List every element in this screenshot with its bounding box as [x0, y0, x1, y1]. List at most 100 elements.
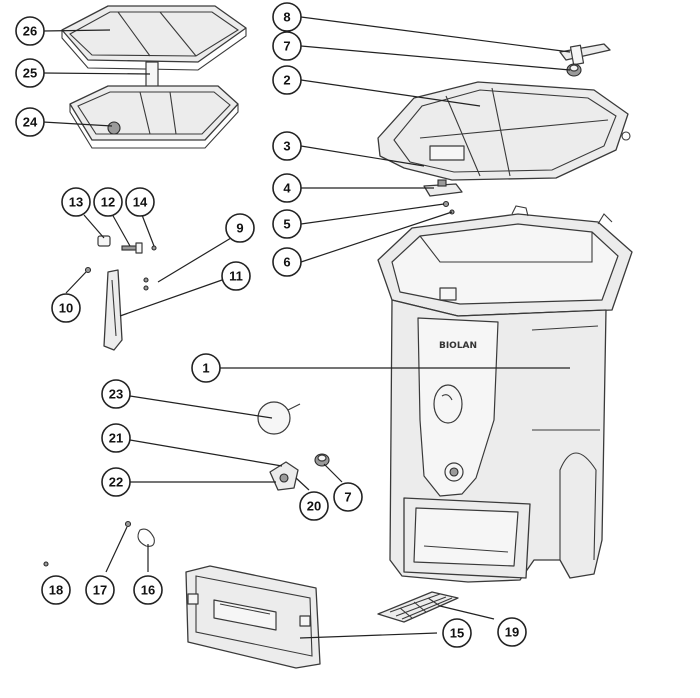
leader-8 [300, 16, 571, 53]
leader-24 [42, 121, 113, 127]
brand-logo-text: BIOLAN [439, 341, 477, 351]
svg-text:1: 1 [202, 361, 209, 376]
leader-15 [299, 632, 438, 639]
part-5-screw [442, 200, 450, 208]
leader-10 [65, 271, 87, 294]
svg-text:22: 22 [109, 475, 123, 490]
callout-16: 16 [133, 575, 163, 605]
callout-10: 10 [51, 293, 81, 323]
callout-22: 22 [101, 467, 131, 497]
svg-text:21: 21 [109, 431, 123, 446]
leader-lines [42, 16, 571, 639]
callout-15: 15 [442, 618, 472, 648]
part-20-valve [269, 461, 299, 491]
callout-26: 26 [15, 16, 45, 46]
part-9-screws [143, 277, 149, 291]
svg-text:4: 4 [283, 181, 291, 196]
svg-text:26: 26 [23, 24, 37, 39]
callout-25: 25 [15, 58, 45, 88]
svg-text:12: 12 [101, 195, 115, 210]
part-18-pin [43, 561, 49, 567]
leader-21 [129, 439, 283, 467]
svg-text:23: 23 [109, 387, 123, 402]
svg-text:25: 25 [23, 66, 37, 81]
leader-2 [300, 79, 481, 107]
part-7-plug-lower [314, 453, 330, 467]
leader-6 [300, 211, 453, 263]
leader-11 [119, 279, 223, 317]
callout-20: 20 [299, 491, 329, 521]
part-2-lid [377, 81, 631, 181]
callout-9: 9 [225, 213, 255, 243]
callout-7-lower: 7 [333, 482, 363, 512]
callout-5: 5 [272, 209, 302, 239]
leader-7-upper [300, 45, 571, 71]
part-11-handle-lever [103, 269, 123, 351]
svg-text:5: 5 [283, 217, 290, 232]
part-7-plug-upper [566, 63, 582, 77]
leader-3 [300, 145, 425, 167]
part-16-clip [137, 528, 155, 547]
leader-26 [42, 29, 111, 32]
part-4-hinge [423, 179, 463, 197]
svg-text:14: 14 [133, 195, 148, 210]
leader-17 [105, 526, 128, 573]
svg-text:24: 24 [23, 115, 38, 130]
svg-text:18: 18 [49, 583, 63, 598]
svg-text:8: 8 [283, 10, 290, 25]
leader-5 [300, 203, 445, 225]
part-13-bushing [97, 235, 111, 247]
svg-text:20: 20 [307, 499, 321, 514]
callout-18: 18 [41, 575, 71, 605]
leader-14 [141, 214, 155, 247]
part-12-bolt [121, 242, 143, 254]
svg-text:19: 19 [505, 625, 519, 640]
svg-text:15: 15 [450, 626, 464, 641]
svg-text:10: 10 [59, 301, 73, 316]
leader-7-lower [323, 463, 343, 483]
part-8-key [559, 43, 611, 66]
callout-1: 1 [191, 353, 221, 383]
callout-19: 19 [497, 617, 527, 647]
part-15-front-door [185, 565, 321, 669]
callout-12: 12 [93, 187, 123, 217]
svg-text:2: 2 [283, 73, 290, 88]
leader-12 [111, 213, 131, 247]
callout-21: 21 [101, 423, 131, 453]
svg-text:9: 9 [236, 221, 243, 236]
leader-9 [157, 237, 232, 283]
part-19-grid-plate [377, 591, 459, 623]
callout-23: 23 [101, 379, 131, 409]
part-1-container-body: BIOLAN [377, 205, 633, 583]
callout-14: 14 [125, 187, 155, 217]
part-10-screw [84, 266, 92, 274]
leader-20 [295, 477, 310, 491]
leader-25 [42, 72, 151, 75]
svg-text:16: 16 [141, 583, 155, 598]
callout-2: 2 [272, 65, 302, 95]
svg-text:11: 11 [229, 269, 243, 284]
callout-7-upper: 7 [272, 31, 302, 61]
svg-text:7: 7 [344, 490, 351, 505]
callout-8: 8 [272, 2, 302, 32]
leader-23 [129, 395, 273, 419]
leader-13 [83, 214, 105, 239]
callout-24: 24 [15, 107, 45, 137]
part-17-screw [124, 520, 132, 528]
part-24-bottom-tray [69, 85, 239, 149]
svg-text:6: 6 [283, 255, 290, 270]
callout-13: 13 [61, 187, 91, 217]
callout-6: 6 [272, 247, 302, 277]
part-26-top-tray [61, 5, 247, 71]
callout-11: 11 [221, 261, 251, 291]
svg-text:17: 17 [93, 583, 107, 598]
svg-text:7: 7 [283, 39, 290, 54]
svg-text:13: 13 [69, 195, 83, 210]
svg-text:3: 3 [283, 139, 290, 154]
part-14-screw [151, 245, 157, 251]
callout-4: 4 [272, 173, 302, 203]
callout-3: 3 [272, 131, 302, 161]
leader-19 [439, 605, 495, 620]
part-23-thermometer [257, 401, 301, 435]
